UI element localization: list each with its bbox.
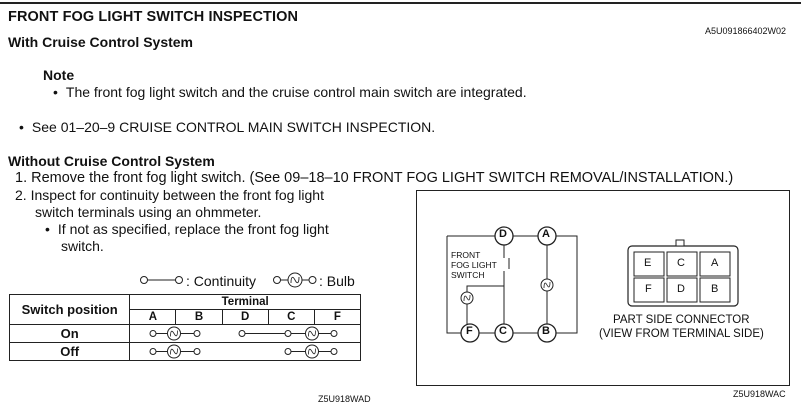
switch-label-line: FOG LIGHT xyxy=(451,260,497,270)
connector-pin-d: D xyxy=(677,283,685,295)
connector-pin-c: C xyxy=(677,257,685,269)
bulb-symbol-icon xyxy=(273,272,317,288)
continuity-symbol-icon xyxy=(140,276,183,284)
schematic-terminal-c: C xyxy=(499,325,507,337)
figure-code-left: Z5U918WAD xyxy=(318,394,371,404)
connector-caption-line-2: (VIEW FROM TERMINAL SIDE) xyxy=(599,328,764,340)
continuity-table: Switch position Terminal A B D C F On xyxy=(8,294,362,361)
switch-label-line: FRONT xyxy=(451,250,481,260)
section-heading-without-cruise: Without Cruise Control System xyxy=(8,153,215,169)
terminal-col-c: C xyxy=(267,309,315,325)
row-on-terminals xyxy=(129,324,361,343)
switch-label-line: SWITCH xyxy=(451,270,485,280)
step-2-sub-line-1: If not as specified, replace the front f… xyxy=(45,221,329,237)
connector-pin-e: E xyxy=(644,257,652,269)
figure-code-right: Z5U918WAC xyxy=(733,389,786,399)
schematic-terminal-a: A xyxy=(542,228,550,240)
bulb-legend-label: : Bulb xyxy=(319,273,355,289)
wiring-figure: D A F C B FRONT FOG LIGHT SWITCH E C A F… xyxy=(416,190,790,386)
step-2-line-1: 2. Inspect for continuity between the fr… xyxy=(15,187,324,203)
terminal-col-f: F xyxy=(313,309,362,325)
connector-pin-a: A xyxy=(711,257,719,269)
step-2-sub-line-2: switch. xyxy=(61,238,104,254)
schematic-terminal-b: B xyxy=(542,325,550,337)
row-off-terminals xyxy=(129,342,361,361)
terminal-col-a: A xyxy=(129,309,177,325)
row-on-diagram xyxy=(149,326,338,341)
see-reference: See 01–20–9 CRUISE CONTROL MAIN SWITCH I… xyxy=(19,119,435,135)
row-off-diagram xyxy=(149,344,338,359)
switch-position-header: Switch position xyxy=(8,294,131,325)
row-label-off: Off xyxy=(8,342,131,361)
connector-pin-f: F xyxy=(645,283,652,295)
switch-label: FRONT FOG LIGHT SWITCH xyxy=(451,250,497,280)
top-rule xyxy=(0,2,801,4)
note-heading: Note xyxy=(43,67,75,83)
row-label-on: On xyxy=(8,324,131,343)
connector-pin-b: B xyxy=(711,283,719,295)
page-title: FRONT FOG LIGHT SWITCH INSPECTION xyxy=(8,9,299,25)
schematic-terminal-f: F xyxy=(466,325,473,337)
continuity-legend-label: : Continuity xyxy=(186,273,257,289)
terminal-col-b: B xyxy=(175,309,223,325)
document-code: A5U091866402W02 xyxy=(705,26,787,36)
wiring-schematic xyxy=(446,226,739,343)
table-row: Off xyxy=(8,342,361,361)
schematic-terminal-d: D xyxy=(499,228,507,240)
table-row: On xyxy=(8,324,361,343)
terminal-header: Terminal xyxy=(129,294,361,310)
step-2-line-2: switch terminals using an ohmmeter. xyxy=(35,204,262,220)
connector-caption-line-1: PART SIDE CONNECTOR xyxy=(613,314,750,326)
section-heading-with-cruise: With Cruise Control System xyxy=(8,34,194,50)
note-text: The front fog light switch and the cruis… xyxy=(53,84,527,100)
step-1: 1. Remove the front fog light switch. (S… xyxy=(15,170,734,186)
terminal-col-d: D xyxy=(221,309,269,325)
